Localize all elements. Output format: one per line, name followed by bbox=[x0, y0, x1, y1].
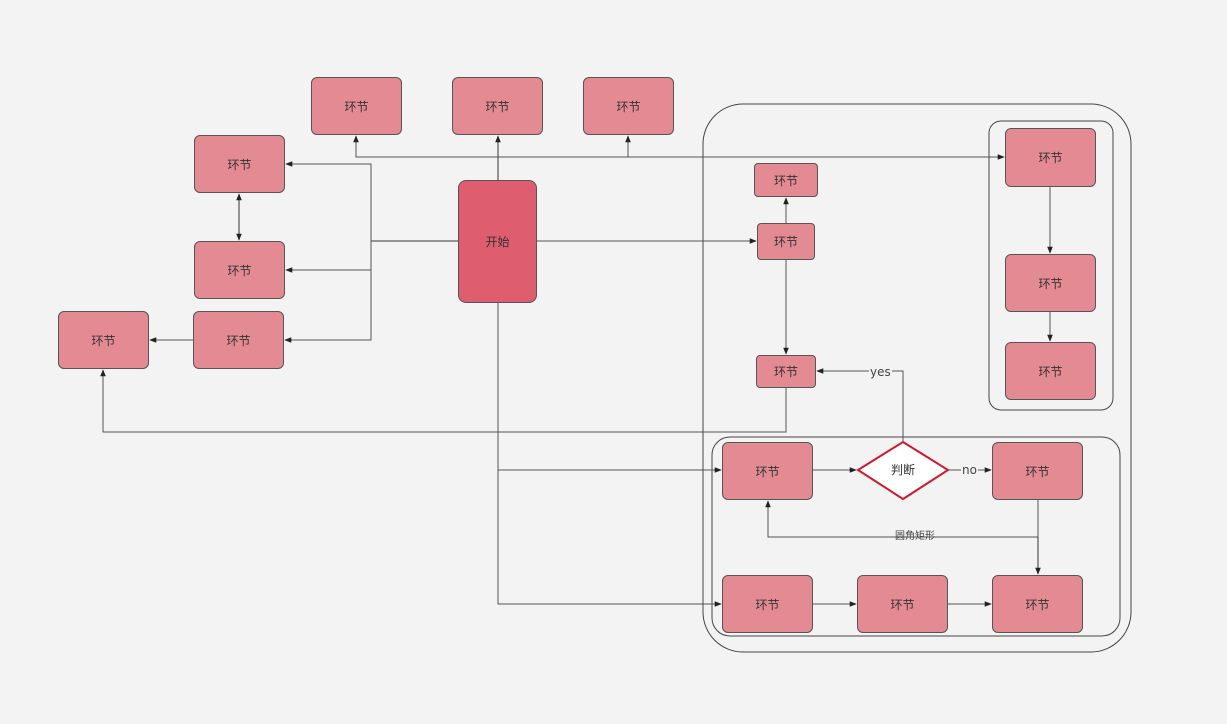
step-label: 环节 bbox=[773, 173, 798, 188]
step-node-far-left[interactable]: 环节 bbox=[58, 311, 149, 369]
step-label: 环节 bbox=[227, 157, 252, 172]
step-node-right-col-2[interactable]: 环节 bbox=[1005, 254, 1096, 312]
step-node-right-col-1[interactable]: 环节 bbox=[1005, 128, 1096, 187]
edge-label-yes: yes bbox=[869, 365, 892, 379]
edge-start-bottom-1 bbox=[497, 470, 722, 607]
step-label: 环节 bbox=[227, 263, 252, 278]
flow-container bbox=[711, 436, 1121, 637]
step-node-mid-small-bottom[interactable]: 环节 bbox=[756, 355, 816, 388]
edge-start-flow-1 bbox=[497, 303, 722, 473]
step-node-bottom-2[interactable]: 环节 bbox=[857, 575, 948, 633]
step-node-mid-small[interactable]: 环节 bbox=[757, 223, 815, 260]
edge-bus-top1 bbox=[353, 135, 498, 158]
step-node-left-b[interactable]: 环节 bbox=[194, 241, 285, 299]
step-label: 环节 bbox=[1038, 151, 1063, 165]
decision-label: 判断 bbox=[890, 463, 915, 477]
step-label: 环节 bbox=[773, 235, 798, 249]
step-node-bottom-1[interactable]: 环节 bbox=[722, 575, 813, 633]
step-node-top-3[interactable]: 环节 bbox=[583, 77, 674, 135]
start-node[interactable]: 开始 bbox=[458, 180, 537, 303]
step-label: 环节 bbox=[1025, 597, 1050, 612]
step-node-left-a[interactable]: 环节 bbox=[194, 135, 285, 193]
edge-bus-top3 bbox=[498, 135, 631, 158]
edge-mid-bottom-far-left bbox=[100, 369, 787, 433]
edge-label-loop: 圆角矩形 bbox=[895, 531, 935, 542]
edge-left-b bbox=[285, 241, 372, 273]
step-label: 环节 bbox=[1025, 464, 1050, 479]
right-column-container bbox=[988, 120, 1114, 411]
step-label: 环节 bbox=[226, 333, 251, 348]
edge-loop-back bbox=[765, 500, 1039, 538]
step-node-bottom-3[interactable]: 环节 bbox=[992, 575, 1083, 633]
edge-left-a bbox=[285, 161, 372, 241]
decision-diamond[interactable] bbox=[856, 440, 950, 501]
step-label: 环节 bbox=[616, 99, 641, 114]
step-node-top-2[interactable]: 环节 bbox=[452, 77, 543, 135]
step-node-left-c[interactable]: 环节 bbox=[193, 311, 284, 369]
step-label: 环节 bbox=[1038, 276, 1063, 291]
step-label: 环节 bbox=[773, 365, 798, 379]
outer-container bbox=[702, 103, 1132, 653]
step-node-flow-1[interactable]: 环节 bbox=[722, 442, 813, 500]
step-node-top-1[interactable]: 环节 bbox=[311, 77, 402, 135]
start-node-label: 开始 bbox=[485, 235, 510, 249]
step-label: 环节 bbox=[755, 597, 780, 612]
step-node-mid-small-top[interactable]: 环节 bbox=[754, 163, 818, 197]
step-label: 环节 bbox=[1038, 364, 1063, 379]
edge-left-c bbox=[284, 241, 372, 343]
edge-label-no: no bbox=[961, 463, 978, 477]
step-label: 环节 bbox=[890, 597, 915, 612]
step-label: 环节 bbox=[485, 99, 510, 114]
step-label: 环节 bbox=[344, 99, 369, 114]
step-node-right-col-3[interactable]: 环节 bbox=[1005, 342, 1096, 400]
step-label: 环节 bbox=[755, 464, 780, 479]
step-node-flow-no[interactable]: 环节 bbox=[992, 442, 1083, 500]
edge-decision-yes bbox=[816, 368, 904, 442]
step-label: 环节 bbox=[91, 333, 116, 348]
